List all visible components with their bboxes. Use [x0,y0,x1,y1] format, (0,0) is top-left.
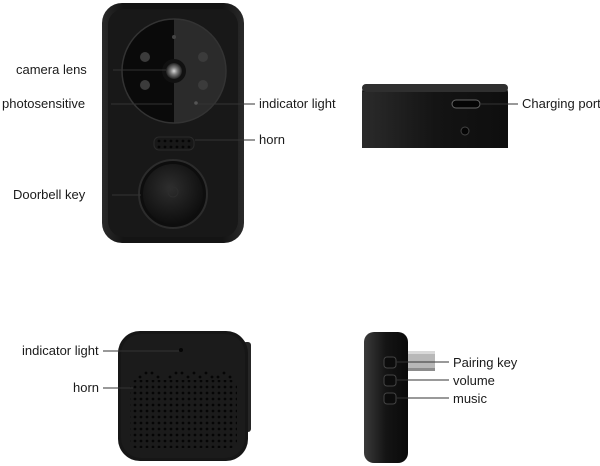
reset-hole-icon [460,126,470,136]
label-camera-lens: camera lens [16,62,87,77]
chime-leader-lines [103,350,179,389]
wall-plug-prong [404,351,435,371]
label-music: music [453,391,487,406]
label-volume: volume [453,373,495,388]
doorbell-bottom-view [362,84,508,148]
music-button[interactable] [383,392,397,405]
label-horn: horn [259,132,286,147]
label-pairing-key: Pairing key [453,355,518,370]
chime-indicator-light-icon [179,348,183,352]
photosensitive-sensor-icon [172,35,176,39]
ir-led-icon [198,52,208,62]
ir-led-icon [140,52,150,62]
camera-module [121,18,227,124]
label-chime-horn: horn [73,380,100,395]
horn-grille [153,136,195,151]
pairing-key-button[interactable] [383,356,397,369]
chime-front [118,331,251,461]
doorbell-leader-lines [111,69,255,196]
label-chime-indicator-light: indicator light [22,343,99,358]
indicator-light-icon [194,101,198,105]
label-photosensitive: photosensitive [2,96,86,111]
label-indicator-light: indicator light [259,96,336,111]
ir-led-icon [140,80,150,90]
label-charging-port: Charging port [522,96,600,111]
ir-led-icon [198,80,208,90]
volume-button[interactable] [383,374,397,387]
label-doorbell-key: Doorbell key [13,187,86,202]
charging-port-icon [451,99,481,109]
chime-side-view [364,332,435,463]
chime-horn-grille [130,380,237,448]
doorbell-front [102,3,244,243]
chime-side-leader-lines [396,361,449,399]
